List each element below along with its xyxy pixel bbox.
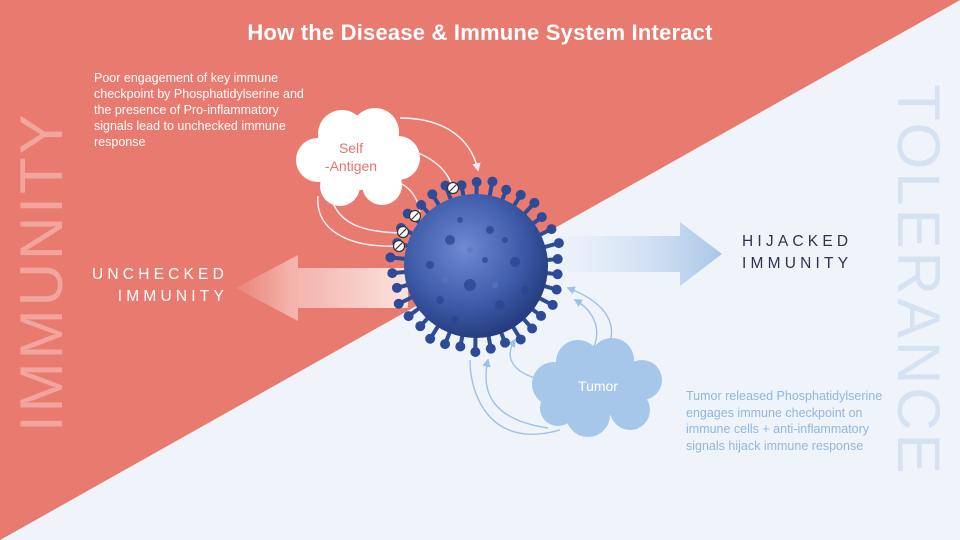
virus-spike-tip (393, 298, 404, 309)
virus-spike-tip (471, 177, 482, 188)
unchecked-immunity-label: UNCHECKED IMMUNITY (78, 264, 228, 308)
virus-spike-tip (536, 310, 547, 321)
virus-spike-tip (553, 238, 564, 249)
tolerance-explanation: Tumor released Phosphatidylserine engage… (686, 389, 883, 453)
virus-spike-tip (425, 333, 436, 344)
virus-spike-tip (455, 341, 466, 352)
immunity-side-label: IMMUNITY (8, 111, 75, 432)
self-antigen-line1: Self (338, 140, 364, 156)
tumor-line-5 (469, 359, 561, 435)
hijacked-immunity-line1: HIJACKED (742, 233, 853, 250)
hijacked-immunity-label: HIJACKED IMMUNITY (742, 231, 912, 275)
self-antigen-cloud (296, 108, 420, 206)
virus-spike-tip (415, 321, 426, 332)
virus-spike-tip (385, 252, 396, 263)
unchecked-immunity-arrow (236, 255, 408, 321)
tolerance-side-label: TOLERANCE (885, 84, 952, 477)
tumor-arrow-3 (507, 338, 536, 379)
virus-spike-tip (552, 254, 563, 265)
blocked-checkpoint-icon (408, 209, 422, 223)
virus-spike-tip (440, 339, 451, 350)
blocked-checkpoint-icon (396, 225, 410, 239)
virus-spike-tip (515, 334, 526, 345)
virus-spike-tip (487, 176, 498, 187)
tumor-cloud (532, 338, 662, 437)
virus-spike-tip (551, 284, 562, 295)
virus-spike-tip (536, 212, 547, 223)
virus-spike-tip (427, 189, 438, 200)
virus-spike-tip (529, 197, 540, 208)
tumor-label: Tumor (578, 378, 618, 394)
checkpoint-blocks (392, 181, 460, 253)
virus-spike-tip (501, 184, 512, 195)
immunity-explanation: Poor engagement of key immune checkpoint… (94, 71, 304, 149)
virus-spike-tip (470, 346, 481, 357)
virus-spike-tip (403, 311, 414, 322)
virus-spike-tip (416, 199, 427, 210)
blocked-checkpoint-icon (446, 181, 460, 195)
virus-spike-tip (527, 323, 538, 334)
virus-spike-tip (547, 299, 558, 310)
hijacked-immunity-arrow (545, 222, 722, 286)
self-antigen-label: Self -Antigen (306, 139, 396, 175)
virus-spike-tip (387, 268, 398, 279)
virus-spike-tip (515, 189, 526, 200)
unchecked-immunity-line1: UNCHECKED (92, 266, 228, 283)
self-line-5 (317, 195, 399, 247)
virus-spike-tip (500, 337, 511, 348)
self-arrow-1 (399, 117, 481, 172)
self-antigen-line2: -Antigen (324, 158, 378, 174)
virus-spike-tip (552, 269, 563, 280)
virus-spike-tip (485, 343, 496, 354)
virus-spike-tip (391, 282, 402, 293)
virus-spike-tip (546, 224, 557, 235)
hijacked-immunity-line2: IMMUNITY (742, 255, 853, 272)
blocked-checkpoint-icon (392, 239, 406, 253)
self-line-4 (331, 199, 401, 234)
unchecked-immunity-line2: IMMUNITY (117, 288, 228, 305)
tumor-arrow-4 (482, 358, 549, 429)
virus-particle (385, 176, 564, 357)
page-title: How the Disease & Immune System Interact (247, 20, 713, 45)
